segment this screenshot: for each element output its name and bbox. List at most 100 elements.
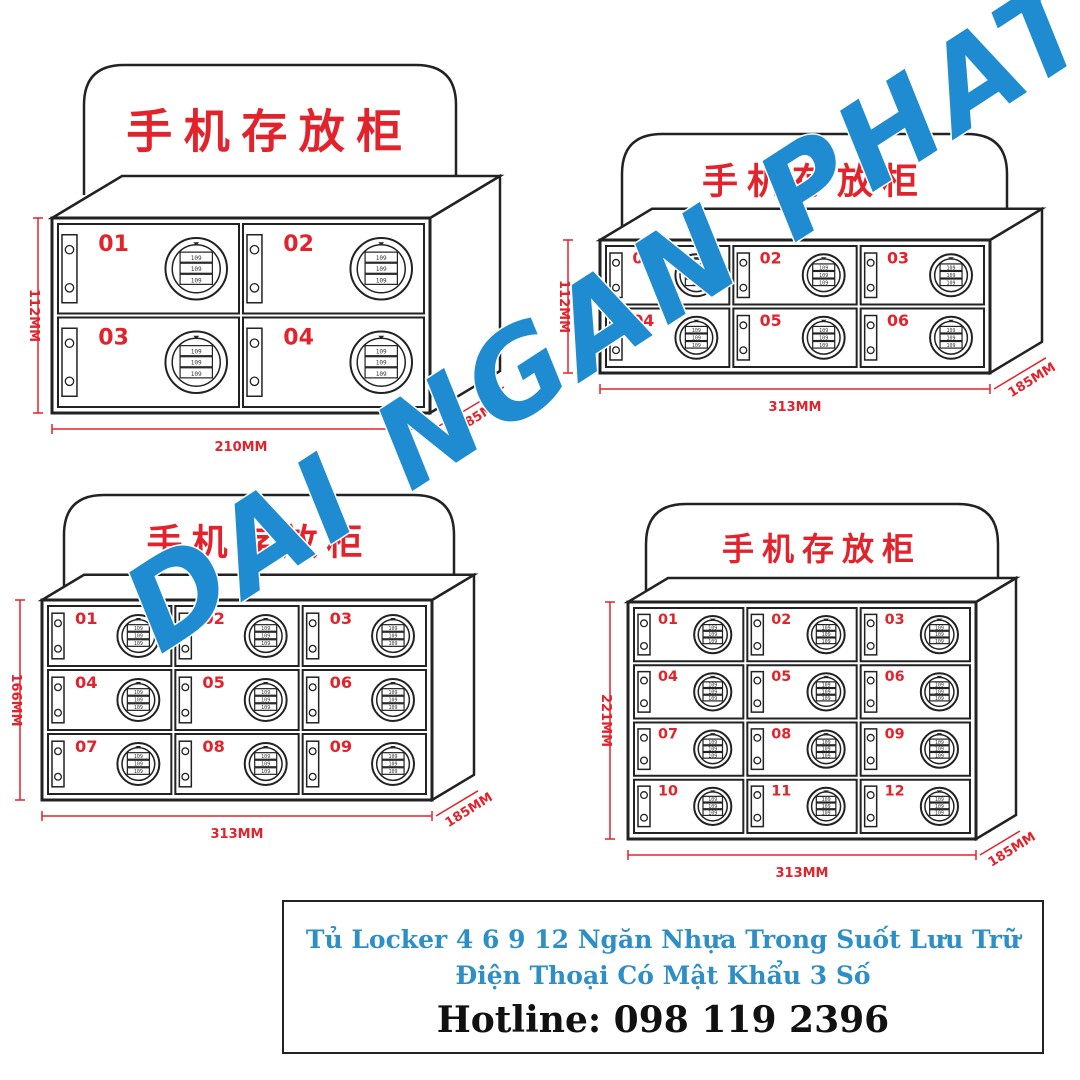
lock-wheel [702,681,724,689]
lock-code: 109 [376,266,387,273]
sign-board [644,502,1000,592]
hinge-screw [181,772,190,781]
lock-code: 109 [935,689,944,695]
lock-code: 109 [822,696,831,702]
cabinet-top [47,174,505,220]
lock-wheel [702,809,724,817]
cabinet-top [595,207,1047,242]
cabinet-side [974,575,1018,842]
lock-wheel [702,637,724,645]
hinge-screw [753,813,762,822]
sign-board [62,493,456,587]
lock-pointer [936,618,943,621]
lock-code: 109 [819,280,828,286]
lock-code: 109 [935,797,944,803]
lock-wheel [815,681,837,689]
hinge-screw [53,683,63,692]
compartment-number: 12 [885,784,905,800]
caption-line-1: Tủ Locker 4 6 9 12 Ngăn Nhựa Trong Suốt … [305,925,1021,954]
height-label: 221MM [598,694,613,747]
lock-wheel [254,695,278,704]
hinge-screw [308,644,317,653]
lock-code: 109 [261,698,270,704]
lock-wheel [179,262,213,274]
lock-wheel [381,767,405,775]
lock-code: 109 [822,747,831,753]
hinge-screw [639,619,649,628]
lock-code: 109 [822,689,831,695]
hinge-screw [639,641,649,650]
compartment-number: 07 [658,726,678,742]
lock-code: 109 [708,696,717,702]
lock-wheel [812,340,836,349]
lock-wheel [254,624,278,632]
cabinet-side [430,572,476,803]
lock-code: 109 [389,769,398,775]
door-frame [859,664,972,720]
lock-pointer [262,745,269,749]
lock-code: 109 [708,811,717,817]
lock-code: 109 [261,641,270,647]
lock-code: 109 [708,747,717,753]
hinge-screw [308,772,317,781]
lock-pointer [948,319,955,322]
lock-code: 109 [935,804,944,810]
lock-pointer [936,675,943,678]
lock-code: 109 [134,754,143,760]
compartment-number: 04 [632,311,654,330]
lock-wheel [254,639,278,647]
lock-pointer [820,257,827,260]
lock-wheel [381,631,405,640]
lock-wheel [812,325,836,334]
lock-code: 109 [935,747,944,753]
compartment-number: 06 [330,673,353,692]
height-label: 112MM [556,280,571,333]
lock-pointer [378,335,385,339]
compartment-number: 04 [75,673,98,692]
hinge-screw [739,346,748,355]
lock-code: 109 [692,335,701,341]
lock-wheel [179,345,213,357]
lock-code: 109 [822,639,831,645]
lock-pointer [262,617,269,621]
sign-label: 手机存放柜 [146,523,371,564]
lock-code: 109 [389,641,398,647]
lock-pointer [693,319,700,322]
lock-wheel [381,639,405,647]
lock-wheel [815,745,837,753]
lock-wheel [702,630,724,638]
lock-pointer [709,675,716,678]
lock-wheel [179,251,213,263]
lock-code: 109 [935,753,944,759]
hinge-screw [181,747,190,756]
lock-code: 109 [708,689,717,695]
compartment-number: 08 [771,726,791,742]
lock-code: 109 [822,797,831,803]
hinge-screw [753,641,762,650]
lock-wheel [179,367,213,379]
hinge-screw [181,619,190,628]
hinge-screw [181,708,190,717]
lock-pointer [378,242,385,246]
lock-wheel [126,759,150,768]
hinge-screw [639,813,649,822]
hinge-screw [639,791,649,800]
compartment-number: 07 [75,737,98,756]
lock-code: 109 [708,740,717,746]
lock-pointer [193,335,200,339]
hinge-screw [249,282,260,293]
lock-wheel [702,694,724,702]
hinge-screw [53,772,63,781]
lock-wheel [939,270,963,279]
lock-pointer [823,675,830,678]
hinge-screw [866,813,875,822]
lock-code: 109 [692,328,701,334]
compartment-number: 03 [98,325,129,350]
lock-wheel [684,325,708,334]
lock-code: 109 [708,639,717,645]
